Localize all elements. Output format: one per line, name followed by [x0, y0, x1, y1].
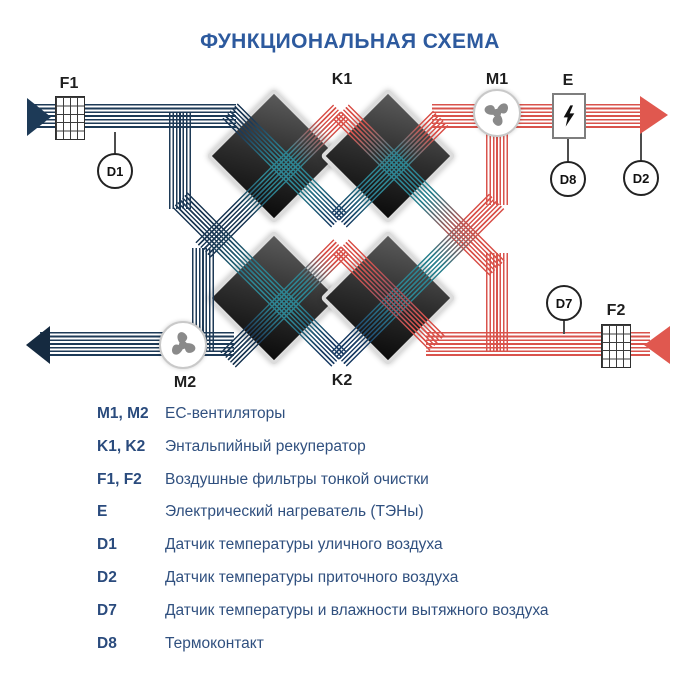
sensor-d8: D8 — [550, 161, 586, 197]
fan-m2 — [159, 321, 207, 369]
legend-key: D1 — [97, 536, 117, 554]
fan-icon — [171, 332, 196, 355]
legend-key: D8 — [97, 634, 117, 652]
legend-desc: Энтальпийный рекуператор — [165, 437, 366, 455]
legend-key: K1, K2 — [97, 437, 146, 455]
legend-key: M1, M2 — [97, 405, 149, 422]
filter-f2-icon — [601, 324, 631, 368]
legend-desc: Датчик температуры приточного воздуха — [165, 568, 459, 586]
supply-air-outlet-arrow — [640, 96, 668, 134]
sensor-d2-stem — [640, 132, 642, 162]
legend-row-d1: D1 Датчик температуры уличного воздуха — [97, 536, 549, 569]
sensor-d7: D7 — [546, 285, 582, 321]
sensor-d7-stem — [563, 317, 565, 334]
sensor-d1-stem — [114, 132, 116, 155]
label-k2: K2 — [331, 372, 353, 389]
fresh-air-inlet-arrow — [27, 98, 51, 136]
supply-outlet-duct — [432, 104, 644, 130]
legend-row-filters: F1, F2 Воздушные фильтры тонкой очистки — [97, 471, 549, 504]
legend-desc: Термоконтакт — [165, 634, 264, 652]
legend-row-recuperator: K1, K2 Энтальпийный рекуператор — [97, 438, 549, 471]
legend: M1, M2 EC-вентиляторы K1, K2 Энтальпийны… — [97, 405, 549, 667]
legend-row-d2: D2 Датчик температуры приточного воздуха — [97, 569, 549, 602]
electric-heater-e — [552, 93, 586, 139]
label-e: E — [562, 72, 574, 89]
label-m2: M2 — [173, 374, 197, 391]
sensor-d2: D2 — [623, 160, 659, 196]
label-k1: K1 — [331, 71, 353, 88]
legend-row-heater: E Электрический нагреватель (ТЭНы) — [97, 503, 549, 536]
sensor-d8-stem — [567, 136, 569, 163]
legend-key: D7 — [97, 601, 117, 619]
legend-desc: EC-вентиляторы — [165, 405, 286, 422]
extract-riser-duct — [486, 253, 508, 352]
page-title: ФУНКЦИОНАЛЬНАЯ СХЕМА — [200, 30, 500, 53]
fan-icon — [484, 103, 509, 126]
legend-desc: Датчик температуры и влажности вытяжного… — [165, 601, 549, 619]
extract-air-inlet-arrow — [644, 326, 670, 364]
legend-key: D2 — [97, 568, 117, 586]
legend-key: F1, F2 — [97, 470, 142, 488]
supply-branch-down-duct — [169, 113, 191, 209]
sensor-d1: D1 — [97, 153, 133, 189]
legend-row-d8: D8 Термоконтакт — [97, 635, 549, 668]
functional-diagram: D1 D8 D2 D7 F1 K1 M1 E M2 K2 F2 — [26, 71, 670, 391]
exhaust-air-outlet-arrow — [26, 326, 50, 364]
legend-desc: Электрический нагреватель (ТЭНы) — [165, 503, 424, 521]
fan-m1 — [473, 89, 521, 137]
legend-key: E — [97, 503, 108, 521]
lightning-bolt-icon — [563, 105, 575, 127]
label-f2: F2 — [606, 302, 626, 319]
legend-row-fans: M1, M2 EC-вентиляторы — [97, 405, 549, 438]
legend-desc: Датчик температуры уличного воздуха — [165, 536, 443, 554]
label-m1: M1 — [485, 71, 509, 88]
legend-desc: Воздушные фильтры тонкой очистки — [165, 470, 429, 488]
label-f1: F1 — [59, 75, 79, 92]
legend-row-d7: D7 Датчик температуры и влажности вытяжн… — [97, 602, 549, 635]
filter-f1-icon — [55, 96, 85, 140]
